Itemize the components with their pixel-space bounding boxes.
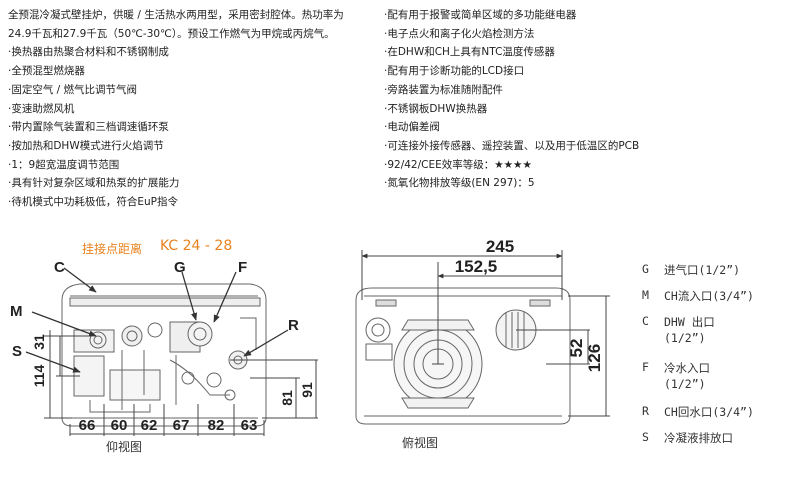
dim-66: 66 bbox=[79, 417, 96, 434]
spec-left-line: 全预混冷凝式壁挂炉，供暖 / 生活热水两用型，采用密封腔体。热功率为 bbox=[8, 9, 344, 21]
label-f: F bbox=[238, 259, 247, 276]
spec-left-line: 24.9千瓦和27.9千瓦（50℃-30℃）。预设工作燃气为甲烷或丙烷气。 bbox=[8, 27, 335, 40]
legend-item: F 冷水入口 (1/2”) bbox=[642, 360, 710, 392]
legend-key: G bbox=[642, 262, 649, 276]
model-label: KC 24 - 28 bbox=[160, 238, 233, 254]
spec-right-line: ·氮氧化物排放等级(EN 297)：5 bbox=[384, 177, 535, 190]
label-s: S bbox=[12, 343, 22, 360]
spec-right-line: ·电子点火和离子化火焰检测方法 bbox=[384, 27, 535, 40]
top-view-drawing bbox=[355, 287, 571, 425]
dim-81: 81 bbox=[279, 390, 295, 406]
dim-67: 67 bbox=[173, 417, 190, 434]
legend-key: C bbox=[642, 314, 649, 328]
dim-152-5: 152,5 bbox=[455, 257, 498, 276]
dim-91: 91 bbox=[299, 382, 315, 398]
dim-63: 63 bbox=[241, 417, 258, 434]
spec-left-line: ·换热器由热聚合材料和不锈钢制成 bbox=[8, 46, 169, 59]
top-view-caption: 俯视图 bbox=[402, 436, 439, 450]
legend-item: R CH回水口(3/4”) bbox=[642, 404, 754, 420]
specs-left-column: 全预混冷凝式壁挂炉，供暖 / 生活热水两用型，采用密封腔体。热功率为 24.9千瓦… bbox=[8, 6, 368, 212]
spec-left-line: ·具有针对复杂区域和热泵的扩展能力 bbox=[8, 177, 180, 190]
legend-item: S 冷凝液排放口 bbox=[642, 430, 733, 446]
legend-key: M bbox=[642, 288, 649, 302]
spec-right-line: ·配有用于报警或简单区域的多功能继电器 bbox=[384, 9, 577, 21]
spec-right-line: ·92/42/CEE效率等级：★★★★ bbox=[384, 158, 532, 171]
legend-item: C DHW 出口 (1/2”) bbox=[642, 314, 715, 346]
legend-key: R bbox=[642, 404, 649, 418]
specs-right-column: ·配有用于报警或简单区域的多功能继电器 ·电子点火和离子化火焰检测方法 ·在DHW和… bbox=[384, 6, 794, 193]
dim-31: 31 bbox=[31, 334, 47, 350]
dim-60: 60 bbox=[111, 417, 128, 434]
legend-item: G 进气口(1/2”) bbox=[642, 262, 740, 278]
spec-left-line: ·待机模式中功耗极低，符合EuP指令 bbox=[8, 196, 178, 209]
legend-text: 冷水入口 (1/2”) bbox=[664, 361, 710, 391]
spec-left-line: ·按加热和DHW模式进行火焰调节 bbox=[8, 139, 164, 152]
label-m: M bbox=[10, 303, 23, 320]
bottom-view-caption: 仰视图 bbox=[106, 440, 143, 454]
spec-right-line: ·在DHW和CH上具有NTC温度传感器 bbox=[384, 46, 555, 59]
legend-key: F bbox=[642, 360, 649, 374]
legend-text: CH流入口(3/4”) bbox=[664, 289, 754, 303]
spec-left-line: ·固定空气 / 燃气比调节气阀 bbox=[8, 83, 138, 96]
legend-text: CH回水口(3/4”) bbox=[664, 405, 754, 419]
mount-distance-title: 挂接点距离 bbox=[82, 242, 143, 256]
spec-left-line: ·变速助燃风机 bbox=[8, 102, 75, 115]
spec-right-line: ·不锈钢板DHW换热器 bbox=[384, 102, 488, 115]
dim-245: 245 bbox=[486, 237, 514, 256]
label-g: G bbox=[174, 259, 186, 276]
label-c: C bbox=[54, 259, 65, 276]
dim-62: 62 bbox=[141, 417, 158, 434]
label-r: R bbox=[288, 317, 299, 334]
dim-52: 52 bbox=[567, 339, 586, 358]
spec-right-line: ·电动偏差阀 bbox=[384, 121, 440, 134]
spec-right-line: ·可连接外接传感器、遥控装置、以及用于低温区的PCB bbox=[384, 139, 640, 152]
dim-114: 114 bbox=[31, 364, 47, 387]
legend-item: M CH流入口(3/4”) bbox=[642, 288, 754, 304]
legend-key: S bbox=[642, 430, 649, 444]
spec-right-line: ·旁路装置为标准随附配件 bbox=[384, 83, 503, 96]
dim-82: 82 bbox=[208, 417, 225, 434]
legend-text: 进气口(1/2”) bbox=[664, 263, 741, 277]
legend-text: 冷凝液排放口 bbox=[664, 431, 733, 445]
spec-left-line: ·全预混型燃烧器 bbox=[8, 65, 85, 78]
spec-right-line: ·配有用于诊断功能的LCD接口 bbox=[384, 65, 525, 78]
spec-left-line: ·1：9超宽温度调节范围 bbox=[8, 158, 120, 171]
spec-left-line: ·带内置除气装置和三档调速循环泵 bbox=[8, 121, 169, 134]
legend-text: DHW 出口 (1/2”) bbox=[664, 315, 715, 345]
dim-126: 126 bbox=[585, 344, 604, 372]
